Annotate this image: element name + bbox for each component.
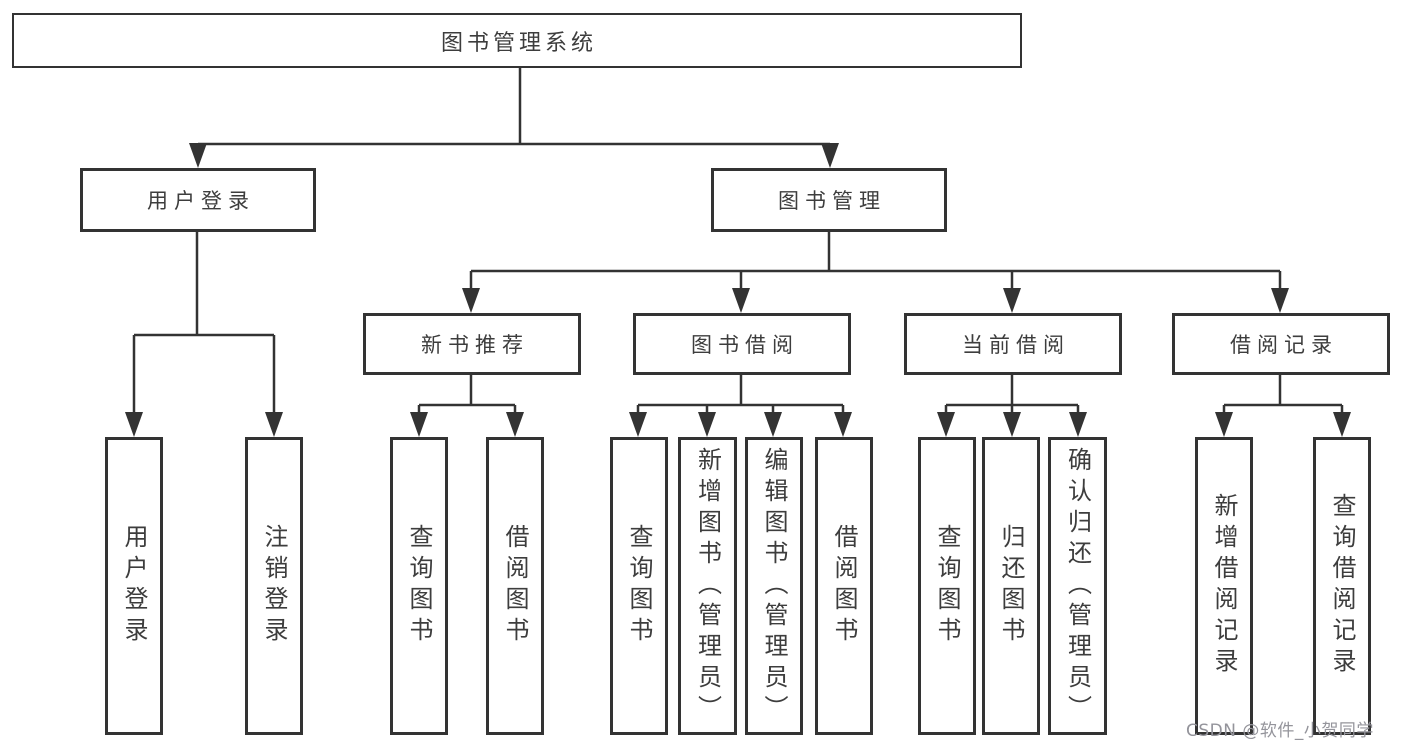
leaf-bb-borrow-books: 借阅图书: [815, 437, 873, 735]
node-label: 图书借阅: [691, 333, 799, 357]
node-label: 用户登录: [120, 524, 148, 648]
leaf-bb-add-books-admin: 新增图书（管理员）: [678, 437, 737, 735]
node-current-borrowing: 当前借阅: [904, 313, 1122, 375]
node-borrow-records: 借阅记录: [1172, 313, 1390, 375]
node-label: 新增借阅记录: [1210, 493, 1238, 679]
node-library-management-system: 图书管理系统: [12, 13, 1022, 68]
node-label: 查询借阅记录: [1328, 493, 1356, 679]
node-label: 编辑图书（管理员）: [760, 446, 788, 726]
node-label: 注销登录: [260, 524, 288, 648]
leaf-br-add-borrow-record: 新增借阅记录: [1195, 437, 1253, 735]
node-user-login: 用户登录: [80, 168, 316, 232]
leaf-cb-query-books: 查询图书: [918, 437, 976, 735]
leaf-nbr-borrow-books: 借阅图书: [486, 437, 544, 735]
leaf-nbr-query-books: 查询图书: [390, 437, 448, 735]
node-label: 新书推荐: [421, 333, 529, 357]
leaf-cb-confirm-return-admin: 确认归还（管理员）: [1048, 437, 1107, 735]
node-label: 归还图书: [997, 524, 1025, 648]
node-label: 图书管理: [778, 189, 886, 213]
node-label: 当前借阅: [962, 333, 1070, 357]
node-label: 查询图书: [625, 524, 653, 648]
node-label: 借阅图书: [830, 524, 858, 648]
node-label: 确认归还（管理员）: [1063, 446, 1092, 726]
arrowheads: [125, 143, 1351, 437]
node-new-book-recommend: 新书推荐: [363, 313, 581, 375]
leaf-bb-query-books: 查询图书: [610, 437, 668, 735]
leaf-bb-edit-books-admin: 编辑图书（管理员）: [745, 437, 803, 735]
node-label: 借阅记录: [1230, 333, 1338, 357]
node-label: 查询图书: [933, 524, 961, 648]
node-book-borrowing: 图书借阅: [633, 313, 851, 375]
node-label: 图书管理系统: [440, 30, 597, 56]
node-label: 查询图书: [405, 524, 433, 648]
node-label: 新增图书（管理员）: [693, 446, 722, 726]
watermark-text: CSDN @软件_小贺同学: [1186, 721, 1374, 741]
leaf-user-login: 用户登录: [105, 437, 163, 735]
node-book-management: 图书管理: [711, 168, 947, 232]
leaf-cb-return-books: 归还图书: [982, 437, 1040, 735]
leaf-br-query-borrow-record: 查询借阅记录: [1313, 437, 1371, 735]
leaf-logout: 注销登录: [245, 437, 303, 735]
node-label: 借阅图书: [501, 524, 529, 648]
node-label: 用户登录: [147, 189, 255, 213]
